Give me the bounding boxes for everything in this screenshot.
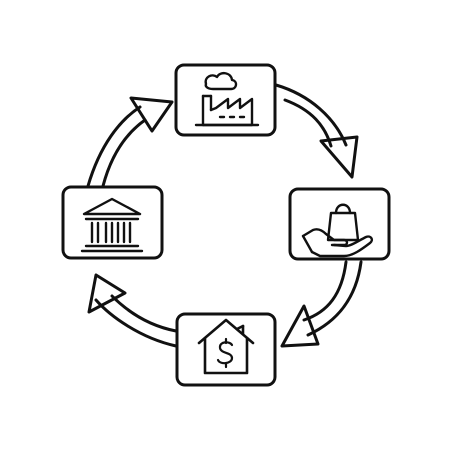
arrow-home-to-bank: [87, 273, 178, 348]
bank-building-icon: [80, 197, 144, 253]
shopping-bag-hand-icon: [301, 203, 374, 258]
node-factory: [174, 63, 277, 137]
factory-icon: [194, 72, 260, 127]
cycle-arrows: [86, 83, 363, 348]
house-dollar-icon: [197, 318, 255, 375]
node-bank: [61, 185, 164, 260]
arrow-factory-to-shopping: [274, 83, 359, 179]
arrow-shopping-to-home: [280, 260, 363, 348]
node-shopping: [288, 187, 391, 261]
arrow-bank-to-factory: [86, 96, 174, 188]
node-box: [288, 187, 391, 261]
node-home: [175, 312, 277, 387]
node-box: [175, 312, 277, 387]
